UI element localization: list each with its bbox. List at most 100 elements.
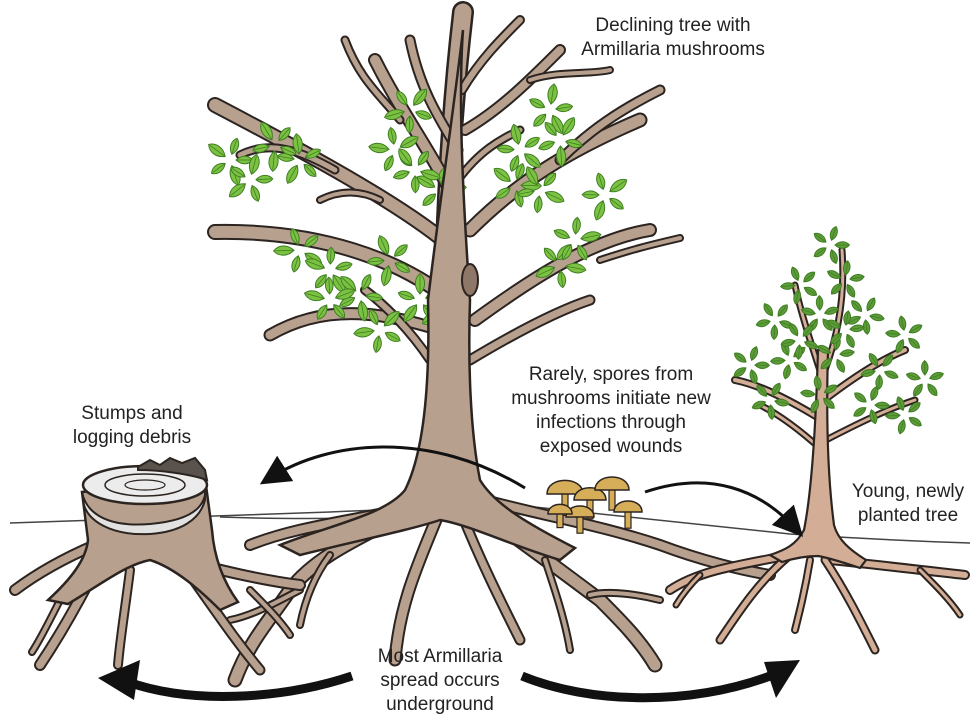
label-line: exposed wounds — [482, 435, 740, 459]
leaf — [803, 285, 819, 298]
label-line: Declining tree with — [556, 14, 790, 38]
leaf — [771, 325, 778, 340]
young-root-fill — [795, 560, 810, 630]
leaf — [755, 318, 771, 328]
leaf — [800, 389, 815, 397]
leaf — [537, 139, 555, 152]
label-declining-tree: Declining tree with Armillaria mushrooms — [556, 14, 790, 62]
leaf — [392, 168, 410, 181]
leaf — [770, 357, 785, 365]
leaf — [206, 141, 228, 160]
young-root-fill — [825, 560, 875, 650]
label-line: Armillaria mushrooms — [556, 38, 790, 62]
label-young-tree: Young, newly planted tree — [842, 480, 974, 528]
leaf — [553, 227, 571, 241]
leaf — [898, 315, 907, 330]
leaf — [907, 415, 923, 428]
leaf — [303, 289, 325, 303]
leaf — [542, 246, 559, 263]
leaf — [865, 296, 878, 312]
leaf — [782, 364, 792, 380]
leaf — [555, 103, 573, 113]
label-line: Young, newly — [842, 480, 974, 504]
leaf — [607, 176, 629, 195]
label-line: planted tree — [842, 504, 974, 528]
leaf — [582, 191, 599, 199]
leaf — [875, 402, 890, 409]
leaf — [595, 172, 607, 190]
leaf — [789, 266, 801, 282]
leaf — [284, 163, 302, 185]
leaf — [905, 371, 921, 381]
leaf — [392, 242, 410, 259]
main-trunk — [280, 30, 575, 560]
leaf — [883, 369, 899, 380]
leaf — [209, 160, 227, 176]
leaf — [853, 390, 868, 404]
leaf — [546, 83, 558, 105]
leaf — [844, 333, 856, 349]
leaf — [802, 270, 817, 284]
leaf — [812, 245, 827, 259]
leaf — [415, 274, 424, 294]
leaf — [762, 302, 775, 318]
leaf — [290, 255, 302, 273]
leaf — [925, 382, 939, 397]
leaf — [256, 175, 273, 183]
label-line: infections through — [482, 411, 740, 435]
leaf — [911, 382, 925, 398]
leaf — [828, 249, 839, 265]
label-line: spread occurs — [352, 669, 528, 693]
leaf — [897, 419, 907, 435]
leaf — [325, 277, 333, 294]
leaf — [885, 330, 900, 338]
leaf — [844, 283, 857, 299]
leaf — [372, 335, 382, 353]
leaf — [249, 184, 262, 202]
leaf — [816, 295, 823, 310]
leaf — [335, 260, 353, 272]
leaf — [828, 226, 839, 242]
leaf — [247, 153, 261, 175]
leaf — [835, 242, 849, 249]
leaf — [852, 405, 868, 418]
leaf — [834, 358, 846, 374]
leaf — [387, 127, 398, 145]
mushroom — [614, 501, 642, 528]
leaf — [793, 360, 809, 373]
leaf — [384, 329, 402, 344]
leaf — [755, 362, 770, 369]
leaf — [382, 154, 396, 172]
leaf — [849, 299, 864, 314]
leaf — [795, 345, 803, 360]
leaf — [812, 231, 827, 245]
leaf — [572, 217, 581, 235]
leaf — [839, 349, 854, 358]
label-line: Rarely, spores from — [482, 363, 740, 387]
arrow-underground-right — [522, 676, 770, 698]
leaf — [608, 196, 626, 212]
leaf — [869, 313, 884, 322]
leaf — [929, 371, 945, 382]
leaf — [557, 270, 567, 288]
label-line: Stumps and — [42, 402, 222, 426]
label-line: logging debris — [42, 426, 222, 450]
leaf — [776, 303, 790, 318]
leaf — [522, 150, 544, 170]
leaf — [421, 191, 439, 208]
leaf — [533, 195, 543, 213]
label-line: mushrooms initiate new — [482, 387, 740, 411]
leaf — [268, 151, 279, 172]
leaf — [543, 188, 565, 205]
leaf — [849, 324, 864, 332]
leaf — [907, 336, 922, 350]
leaf — [749, 346, 760, 362]
trunk-knot — [462, 264, 478, 296]
label-spores: Rarely, spores from mushrooms initiate n… — [482, 363, 740, 459]
leaf — [353, 326, 374, 338]
leaf — [908, 322, 924, 335]
leaf — [397, 289, 415, 301]
leaf — [921, 361, 928, 376]
leaf — [368, 142, 389, 154]
